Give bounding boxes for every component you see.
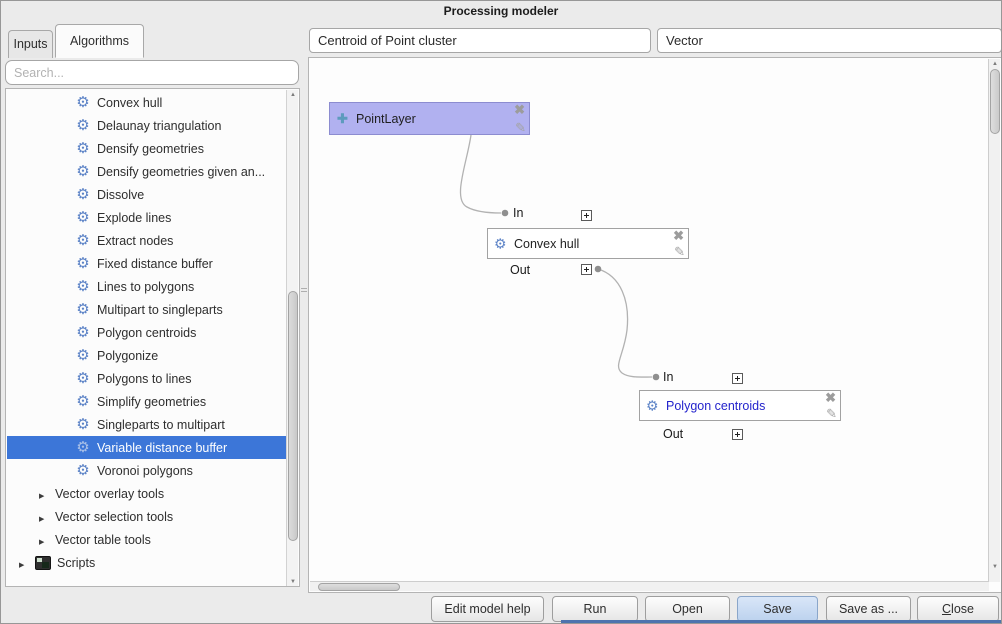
scroll-down-icon[interactable]: ▼ bbox=[992, 564, 998, 570]
model-name-input[interactable] bbox=[309, 28, 651, 53]
tree-item-lines-to-polygons[interactable]: Lines to polygons bbox=[7, 275, 286, 298]
algorithm-gear-icon bbox=[73, 187, 93, 202]
search-input[interactable] bbox=[5, 60, 299, 85]
tree-group-vector-selection-tools[interactable]: Vector selection tools bbox=[7, 505, 286, 528]
scroll-up-icon[interactable]: ▲ bbox=[992, 61, 998, 67]
algorithm-gear-icon bbox=[73, 279, 93, 294]
scrollbar-thumb[interactable] bbox=[318, 583, 400, 591]
port-out-label: Out bbox=[510, 263, 531, 277]
tree-item-densify-geometries[interactable]: Densify geometries bbox=[7, 137, 286, 160]
open-button[interactable]: Open bbox=[645, 596, 730, 622]
background-window-edge bbox=[561, 620, 1001, 623]
algorithm-gear-icon bbox=[73, 394, 93, 409]
canvas-horizontal-scrollbar[interactable] bbox=[310, 581, 989, 591]
tree-group-vector-table-tools[interactable]: Vector table tools bbox=[7, 528, 286, 551]
scrollbar-thumb[interactable] bbox=[288, 291, 298, 541]
expand-plus-icon[interactable] bbox=[732, 429, 743, 440]
run-button[interactable]: Run bbox=[552, 596, 638, 622]
delete-node-icon[interactable]: ✖ bbox=[673, 228, 684, 243]
edit-node-icon[interactable]: ✎ bbox=[826, 406, 837, 421]
tree-item-simplify-geometries[interactable]: Simplify geometries bbox=[7, 390, 286, 413]
edit-node-icon[interactable]: ✎ bbox=[515, 120, 526, 135]
tab-inputs[interactable]: Inputs bbox=[8, 30, 53, 58]
algorithm-gear-icon bbox=[73, 118, 93, 133]
model-group-input[interactable] bbox=[657, 28, 1001, 53]
scroll-up-icon[interactable]: ▲ bbox=[290, 92, 296, 98]
algorithm-gear-icon bbox=[73, 463, 93, 478]
tree-item-convex-hull[interactable]: Convex hull bbox=[7, 91, 286, 114]
edit-model-help-button[interactable]: Edit model help bbox=[431, 596, 544, 622]
tree-item-multipart-to-singleparts[interactable]: Multipart to singleparts bbox=[7, 298, 286, 321]
panel-splitter[interactable] bbox=[301, 288, 307, 296]
close-button[interactable]: Close bbox=[917, 596, 999, 622]
window-title: Processing modeler bbox=[443, 4, 559, 18]
algorithm-gear-icon bbox=[73, 210, 93, 225]
input-plus-icon: ✚ bbox=[337, 110, 348, 126]
save-button[interactable]: Save bbox=[737, 596, 818, 622]
node-pointlayer[interactable]: ✚ PointLayer ✖ ✎ bbox=[329, 102, 530, 135]
scrollbar-thumb[interactable] bbox=[990, 69, 1000, 134]
tree-item-delaunay-triangulation[interactable]: Delaunay triangulation bbox=[7, 114, 286, 137]
tree-item-polygonize[interactable]: Polygonize bbox=[7, 344, 286, 367]
algorithm-gear-icon bbox=[73, 95, 93, 110]
tree-item-polygon-centroids[interactable]: Polygon centroids bbox=[7, 321, 286, 344]
scroll-down-icon[interactable]: ▼ bbox=[290, 579, 296, 585]
algorithms-tree: Convex hull Delaunay triangulation Densi… bbox=[5, 88, 300, 587]
expand-arrow-icon[interactable] bbox=[39, 487, 53, 501]
tree-item-densify-geometries-given[interactable]: Densify geometries given an... bbox=[7, 160, 286, 183]
node-polygon-centroids[interactable]: ⚙ Polygon centroids ✖ ✎ bbox=[639, 390, 841, 421]
expand-plus-icon[interactable] bbox=[581, 210, 592, 221]
algorithm-gear-icon bbox=[73, 348, 93, 363]
algorithm-gear-icon bbox=[73, 440, 93, 455]
port-in-label: In bbox=[513, 206, 524, 220]
algorithm-gear-icon: ⚙ bbox=[646, 397, 659, 413]
edit-node-icon[interactable]: ✎ bbox=[674, 244, 685, 259]
delete-node-icon[interactable]: ✖ bbox=[825, 390, 836, 405]
expand-arrow-icon[interactable] bbox=[39, 533, 53, 547]
algorithm-gear-icon bbox=[73, 325, 93, 340]
tree-item-polygons-to-lines[interactable]: Polygons to lines bbox=[7, 367, 286, 390]
tree-item-singleparts-to-multipart[interactable]: Singleparts to multipart bbox=[7, 413, 286, 436]
algorithm-gear-icon bbox=[73, 256, 93, 271]
expand-arrow-icon[interactable] bbox=[39, 510, 53, 524]
tree-group-scripts[interactable]: Scripts bbox=[7, 551, 286, 574]
canvas-vertical-scrollbar[interactable]: ▲ ▼ bbox=[988, 59, 1000, 582]
port-in-label: In bbox=[663, 370, 674, 384]
tab-algorithms[interactable]: Algorithms bbox=[55, 24, 144, 58]
algorithm-gear-icon bbox=[73, 371, 93, 386]
port-out-label: Out bbox=[663, 427, 684, 441]
expand-plus-icon[interactable] bbox=[581, 264, 592, 275]
tree-item-dissolve[interactable]: Dissolve bbox=[7, 183, 286, 206]
tree-group-vector-overlay-tools[interactable]: Vector overlay tools bbox=[7, 482, 286, 505]
tree-item-fixed-distance-buffer[interactable]: Fixed distance buffer bbox=[7, 252, 286, 275]
algorithm-gear-icon bbox=[73, 141, 93, 156]
tree-scrollbar[interactable]: ▲ ▼ bbox=[286, 90, 298, 586]
algorithm-gear-icon bbox=[73, 302, 93, 317]
tree-item-variable-distance-buffer-selected[interactable]: Variable distance buffer bbox=[7, 436, 286, 459]
expand-arrow-icon[interactable] bbox=[19, 556, 33, 570]
model-canvas[interactable]: ▲ ▼ bbox=[308, 57, 1001, 593]
algorithm-gear-icon bbox=[73, 417, 93, 432]
tree-item-explode-lines[interactable]: Explode lines bbox=[7, 206, 286, 229]
expand-plus-icon[interactable] bbox=[732, 373, 743, 384]
tree-item-voronoi-polygons[interactable]: Voronoi polygons bbox=[7, 459, 286, 482]
algorithm-gear-icon: ⚙ bbox=[494, 235, 507, 251]
scripts-terminal-icon bbox=[35, 555, 51, 570]
delete-node-icon[interactable]: ✖ bbox=[514, 102, 525, 117]
algorithm-gear-icon bbox=[73, 164, 93, 179]
node-convex-hull[interactable]: ⚙ Convex hull ✖ ✎ bbox=[487, 228, 689, 259]
save-as-button[interactable]: Save as ... bbox=[826, 596, 911, 622]
algorithm-gear-icon bbox=[73, 233, 93, 248]
tree-item-extract-nodes[interactable]: Extract nodes bbox=[7, 229, 286, 252]
